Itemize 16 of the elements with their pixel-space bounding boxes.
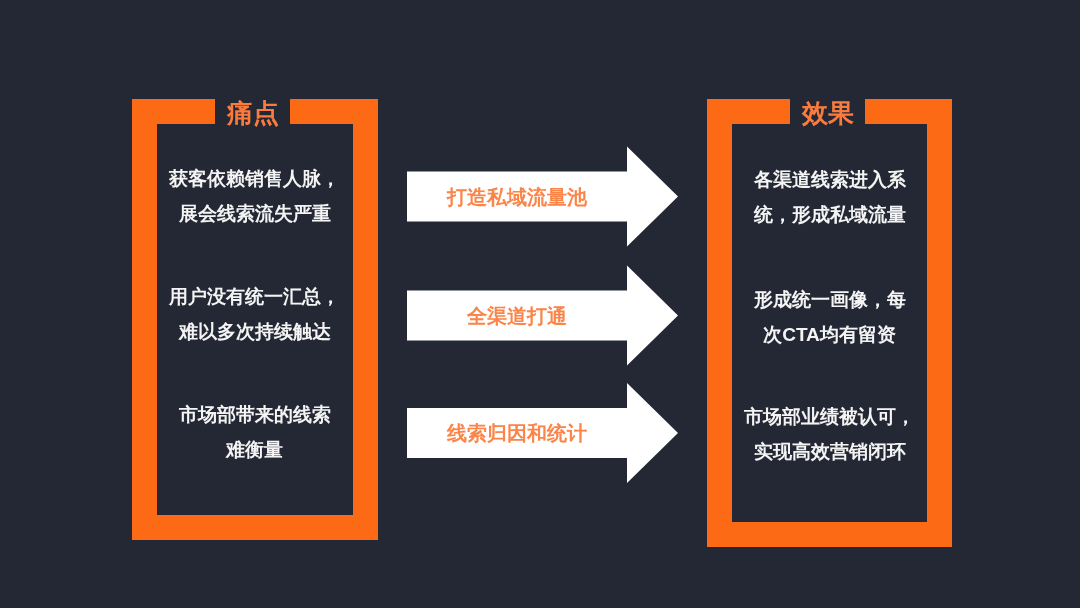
block-arrow [407,383,678,483]
section-title: 痛点 [215,99,290,127]
description-text: 市场部业绩被认可，实现高效营销闭环 [742,399,917,469]
description-text: 用户没有统一汇总，难以多次持续触达 [167,279,342,349]
block-arrow [407,146,678,247]
description-text: 形成统一画像，每次CTA均有留资 [748,282,911,352]
description-text: 市场部带来的线索难衡量 [176,397,333,467]
section-frame [132,99,378,540]
section-title: 效果 [790,99,865,127]
description-text: 获客依赖销售人脉，展会线索流失严重 [167,161,342,231]
block-arrow [407,265,678,366]
arrow-label: 全渠道打通 [467,303,567,328]
section-frame [707,99,952,547]
arrow-label: 打造私域流量池 [447,184,587,209]
description-text: 各渠道线索进入系统，形成私域流量 [751,162,908,232]
arrow-label: 线索归因和统计 [447,421,587,445]
